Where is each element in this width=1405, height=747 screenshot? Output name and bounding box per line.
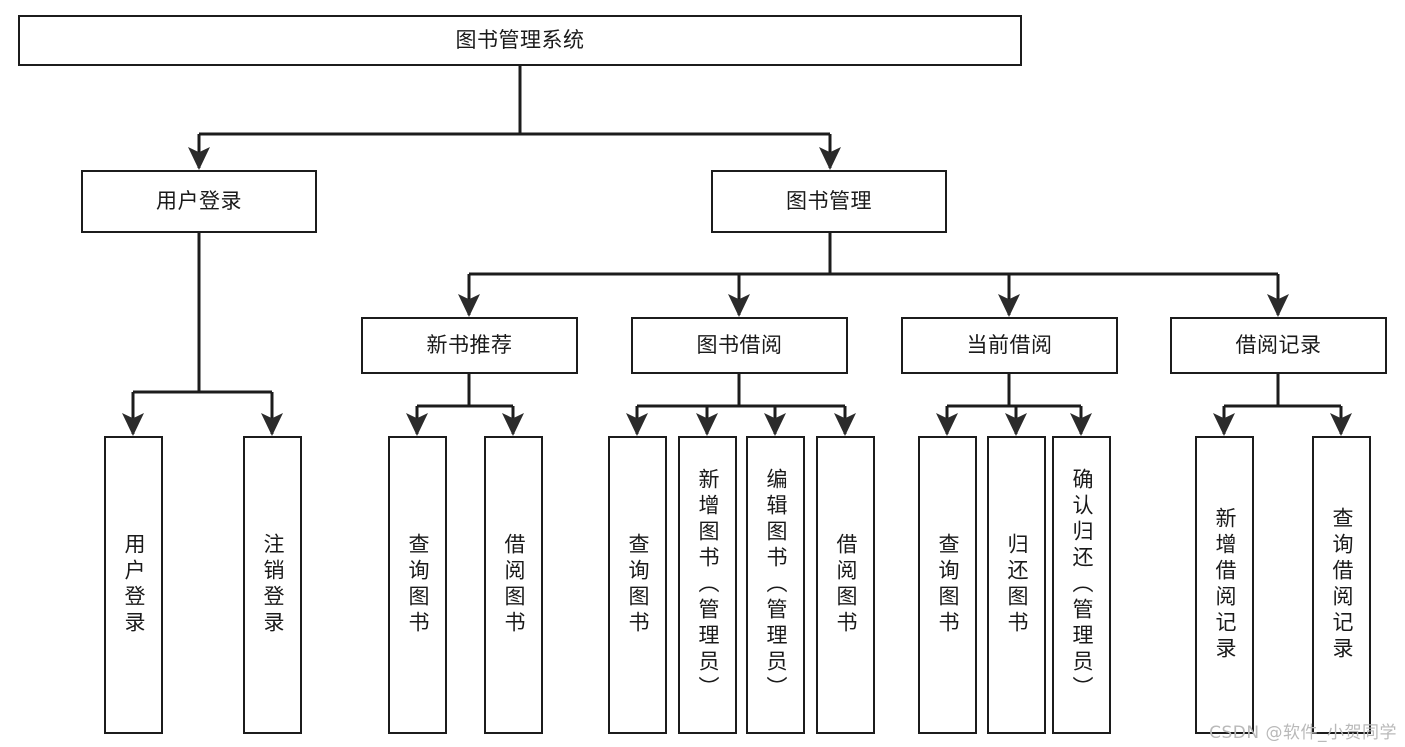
node-leaf-confirm-return-admin[interactable]: 确认归还（管理员） [1052, 436, 1111, 734]
node-leaf-return-books[interactable]: 归还图书 [987, 436, 1046, 734]
node-leaf-query-books-borrowing[interactable]: 查询图书 [608, 436, 667, 734]
node-leaf-logout[interactable]: 注销登录 [243, 436, 302, 734]
csdn-watermark: CSDN @软件_小贺同学 [1209, 723, 1397, 743]
node-leaf-query-books-recommendation[interactable]: 查询图书 [388, 436, 447, 734]
node-label: 图书管理系统 [455, 28, 585, 53]
node-label: 借阅图书 [502, 533, 526, 637]
node-book-borrowing[interactable]: 图书借阅 [631, 317, 848, 374]
node-label: 借阅记录 [1235, 333, 1322, 358]
node-leaf-edit-book-admin[interactable]: 编辑图书（管理员） [746, 436, 805, 734]
node-leaf-borrow-books-borrowing[interactable]: 借阅图书 [816, 436, 875, 734]
node-label: 编辑图书（管理员） [764, 468, 788, 702]
node-user-login[interactable]: 用户登录 [81, 170, 317, 233]
node-borrowing-records[interactable]: 借阅记录 [1170, 317, 1387, 374]
node-leaf-borrow-books-recommendation[interactable]: 借阅图书 [484, 436, 543, 734]
node-new-book-recommendation[interactable]: 新书推荐 [361, 317, 578, 374]
node-label: 归还图书 [1005, 533, 1029, 637]
node-label: 新增借阅记录 [1213, 507, 1237, 663]
node-leaf-add-book-admin[interactable]: 新增图书（管理员） [678, 436, 737, 734]
node-label: 新书推荐 [426, 333, 513, 358]
node-label: 确认归还（管理员） [1070, 468, 1094, 702]
node-root-book-management-system[interactable]: 图书管理系统 [18, 15, 1022, 66]
node-current-borrowing[interactable]: 当前借阅 [901, 317, 1118, 374]
node-label: 图书借阅 [696, 333, 783, 358]
node-leaf-query-books-current[interactable]: 查询图书 [918, 436, 977, 734]
node-label: 当前借阅 [966, 333, 1053, 358]
node-label: 用户登录 [156, 189, 242, 214]
node-label: 借阅图书 [834, 533, 858, 637]
node-leaf-add-borrow-record[interactable]: 新增借阅记录 [1195, 436, 1254, 734]
node-label: 用户登录 [122, 533, 146, 637]
node-label: 查询图书 [406, 533, 430, 637]
node-book-management[interactable]: 图书管理 [711, 170, 947, 233]
node-label: 新增图书（管理员） [696, 468, 720, 702]
node-leaf-query-borrow-record[interactable]: 查询借阅记录 [1312, 436, 1371, 734]
node-label: 图书管理 [786, 189, 872, 214]
node-label: 查询借阅记录 [1330, 507, 1354, 663]
node-label: 查询图书 [626, 533, 650, 637]
node-leaf-user-login[interactable]: 用户登录 [104, 436, 163, 734]
node-label: 注销登录 [261, 533, 285, 637]
node-label: 查询图书 [936, 533, 960, 637]
